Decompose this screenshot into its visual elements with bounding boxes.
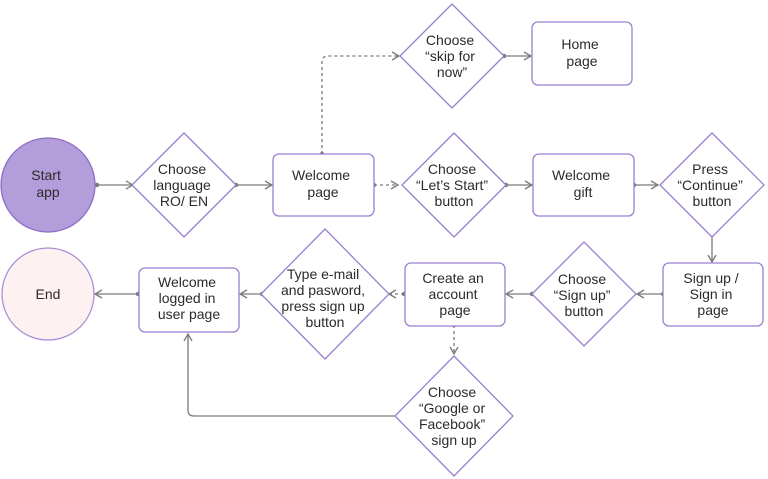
node-text-line: Welcome (158, 274, 216, 290)
node-text-line: logged in (159, 290, 216, 306)
node-text-line: “Sign up” (554, 287, 611, 303)
svg-text:Sign up / Sign in: Sign up / Sign in page (683, 270, 742, 318)
node-text-line: page (307, 184, 338, 200)
node-text-line: Welcome (552, 167, 610, 183)
node-text-line: app (36, 184, 60, 200)
node-text-line: page (697, 302, 728, 318)
edge-welcome-to-skip (321, 51, 401, 154)
node-text-line: and pasword, (281, 282, 365, 298)
node-text-line: “Continue” (677, 177, 743, 193)
node-text-line: button (693, 193, 732, 209)
svg-text:Choose “Let’s Start”: Choose “Let’s Start” button (416, 161, 492, 209)
svg-text:Welcome page: Welcome page (292, 167, 354, 200)
node-text-line: now” (437, 64, 468, 80)
node-text-line: gift (574, 184, 593, 200)
node-text-line: Press (692, 161, 728, 177)
svg-text:Create an account: Create an account page (422, 270, 487, 318)
edges (93, 51, 717, 419)
node-text-line: page (439, 302, 470, 318)
node-text-line: Choose (558, 271, 606, 287)
node-text-line: End (36, 286, 61, 302)
node-text-line: button (306, 314, 345, 330)
node-text-line: Sign in (690, 286, 733, 302)
svg-text:Choose “skip for: Choose “skip for now” (425, 32, 479, 80)
node-text-line: Welcome (292, 167, 350, 183)
node-text-line: page (566, 53, 597, 69)
node-text-line: Type e-mail (287, 266, 359, 282)
end-node[interactable]: End (1, 247, 95, 341)
welcome-gift-node[interactable]: Welcome gift (532, 153, 635, 217)
svg-text:Welcome logged in: Welcome logged in user page (158, 274, 220, 322)
edge-dot (94, 182, 100, 188)
svg-text:Home page: Home page (561, 36, 602, 69)
node-text-line: Sign up / (683, 270, 738, 286)
node-text-line: press sign up (281, 298, 364, 314)
node-text-line: Choose (426, 32, 474, 48)
node-text-line: button (435, 193, 474, 209)
node-text-line: “Google or (419, 400, 485, 416)
choose-skip-decision[interactable]: Choose “skip for now” (399, 3, 505, 109)
choose-lets-start-decision[interactable]: Choose “Let’s Start” button (401, 132, 507, 238)
node-text-line: Home (561, 36, 599, 52)
choose-sign-up-decision[interactable]: Choose “Sign up” button (531, 241, 637, 347)
node-text-line: Start (31, 167, 61, 183)
node-text-line: Choose (428, 161, 476, 177)
home-page-node[interactable]: Home page (531, 21, 633, 86)
node-text-line: Facebook” (419, 416, 485, 432)
node-text-line: language (153, 177, 211, 193)
node-text-line: “Let’s Start” (416, 177, 488, 193)
nodes: Start app Choose language RO/ EN Welcome… (0, 3, 765, 477)
type-email-decision[interactable]: Type e-mail and pasword, press sign up b… (260, 228, 390, 360)
node-text-line: Choose (158, 161, 206, 177)
press-continue-decision[interactable]: Press “Continue” button (659, 132, 765, 238)
welcome-page-node[interactable]: Welcome page (272, 153, 375, 217)
node-text-line: Create an (422, 270, 483, 286)
svg-text:End: End (36, 286, 61, 302)
node-text-line: “skip for (425, 48, 475, 64)
svg-text:Start app: Start app (31, 167, 64, 200)
svg-text:Welcome gift: Welcome gift (552, 167, 614, 200)
choose-google-facebook-decision[interactable]: Choose “Google or Facebook” sign up (394, 355, 514, 477)
welcome-logged-in-node[interactable]: Welcome logged in user page (138, 267, 240, 333)
edge-google-to-loggedin (183, 332, 403, 417)
choose-language-decision[interactable]: Choose language RO/ EN (131, 132, 237, 238)
node-text-line: account (429, 286, 478, 302)
node-text-line: user page (158, 306, 220, 322)
svg-text:Type e-mail and paswor: Type e-mail and pasword, press sign up b… (281, 266, 369, 330)
start-node[interactable]: Start app (0, 137, 96, 233)
node-text-line: Choose (428, 384, 476, 400)
node-text-line: button (565, 303, 604, 319)
create-account-page-node[interactable]: Create an account page (404, 262, 506, 327)
node-text-line: RO/ EN (160, 193, 208, 209)
node-text-line: sign up (431, 432, 476, 448)
svg-text:Press “Continue”: Press “Continue” button (677, 161, 746, 209)
svg-text:Choose “Sign up”: Choose “Sign up” button (554, 271, 615, 319)
svg-text:Choose “Google or: Choose “Google or Facebook” sign up (419, 384, 489, 448)
sign-up-in-page-node[interactable]: Sign up / Sign in page (662, 262, 764, 327)
svg-text:Choose language: Choose language RO/ EN (153, 161, 215, 209)
